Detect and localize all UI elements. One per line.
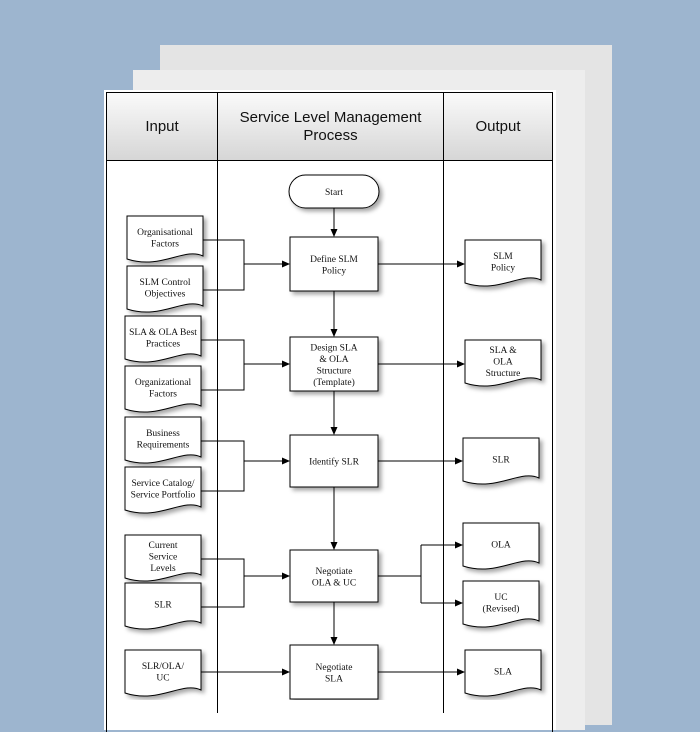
input-bracket-define	[203, 239, 245, 291]
output-doc-out5: UC(Revised)	[462, 580, 540, 628]
document-shape	[124, 466, 202, 514]
input-bracket-negotiate_ola	[201, 558, 245, 608]
input-doc-in8: SLR	[124, 582, 202, 630]
input-doc-label-in9: SLR/OLA/UC	[142, 662, 185, 684]
document-shape	[124, 416, 202, 464]
document-shape	[126, 215, 204, 263]
page-border	[106, 92, 553, 732]
document-shape	[462, 437, 540, 485]
output-doc-out3: SLR	[462, 437, 540, 485]
column-divider-left	[217, 93, 218, 713]
document-shape	[464, 339, 542, 387]
column-header-process: Service Level Management Process	[239, 108, 422, 144]
output-doc-label-out6: SLA	[494, 668, 512, 678]
document-shape	[124, 582, 202, 630]
document-shape	[124, 365, 202, 413]
header-band	[107, 93, 552, 161]
output-doc-out6: SLA	[464, 649, 542, 697]
column-divider-right	[443, 93, 444, 713]
input-bracket-identify	[201, 440, 245, 492]
output-doc-out4: OLA	[462, 522, 540, 570]
input-doc-label-in6: Service Catalog/Service Portfolio	[131, 479, 196, 501]
document-shape	[464, 239, 542, 287]
input-bracket-design	[201, 339, 245, 391]
document-shape	[462, 522, 540, 570]
document-shape	[126, 265, 204, 313]
output-doc-label-out5: UC(Revised)	[483, 593, 520, 615]
process-box	[289, 236, 379, 292]
document-shape	[462, 580, 540, 628]
process-node-identify: Identify SLR	[289, 434, 379, 488]
process-label-start: Start	[325, 188, 343, 198]
input-doc-in9: SLR/OLA/UC	[124, 649, 202, 697]
document-shape	[464, 649, 542, 697]
process-node-start: Start	[288, 174, 380, 209]
process-label-identify: Identify SLR	[309, 457, 360, 468]
document-shape	[124, 534, 202, 582]
connectors	[201, 208, 465, 676]
process-box	[289, 644, 379, 700]
output-doc-label-out4: OLA	[491, 541, 511, 551]
input-doc-in6: Service Catalog/Service Portfolio	[124, 466, 202, 514]
input-doc-label-in8: SLR	[154, 601, 172, 611]
column-header-input: Input	[145, 117, 179, 135]
process-box	[289, 434, 379, 488]
process-box	[289, 336, 379, 392]
document-shape	[124, 315, 202, 363]
document-shape	[124, 649, 202, 697]
column-header-output: Output	[475, 117, 521, 135]
process-box	[289, 549, 379, 603]
output-doc-label-out3: SLR	[492, 456, 510, 466]
terminator-shape	[288, 174, 380, 209]
